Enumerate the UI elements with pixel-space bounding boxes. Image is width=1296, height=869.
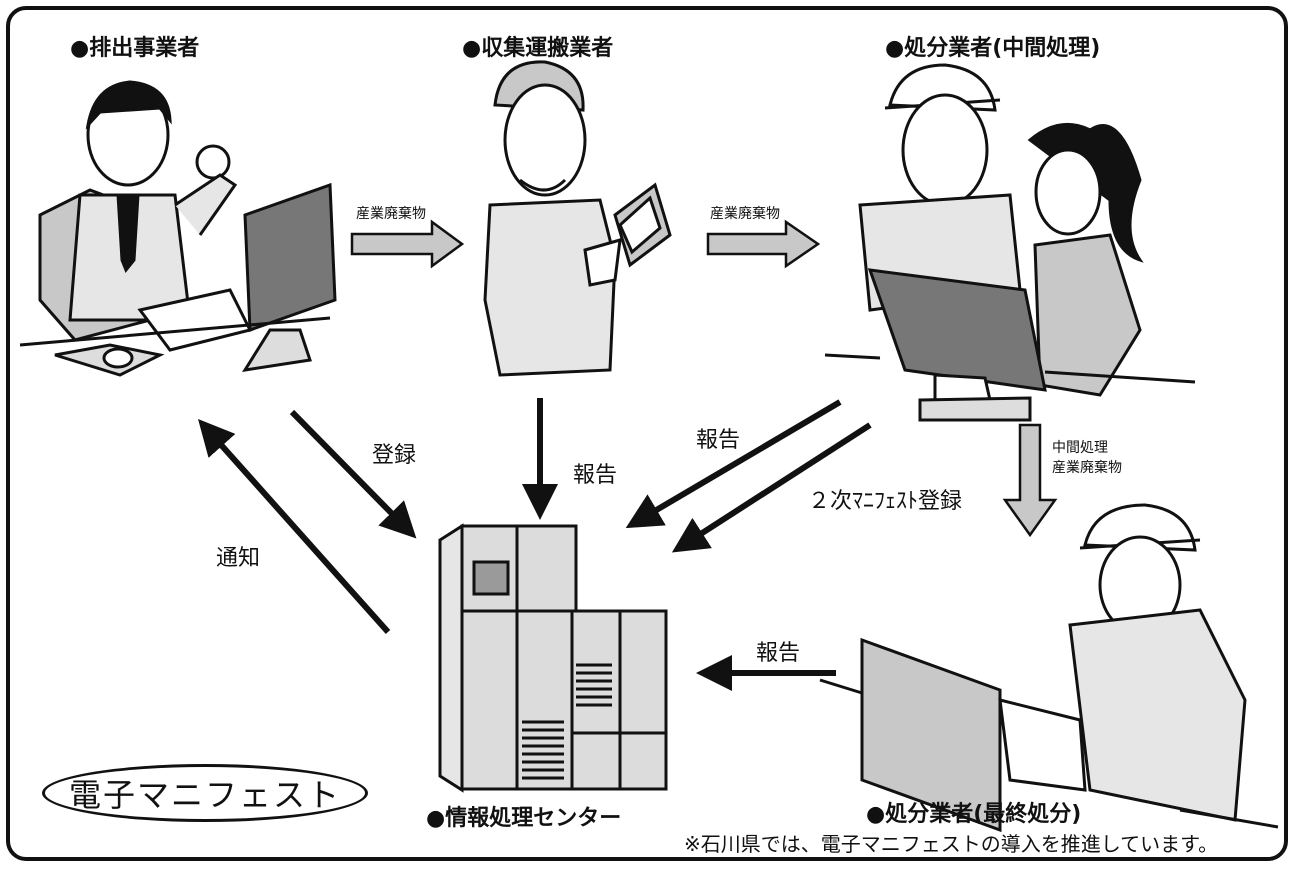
waste-flow-arrow-2 [706,219,821,269]
report-collector-label: 報告 [573,463,618,488]
waste-flow-arrow-1 [350,219,465,269]
secondary-manifest-label: ２次ﾏﾆﾌｪｽﾄ登録 [808,489,963,514]
emitter-label: ●排出事業者 [70,36,200,61]
register-arrow [289,409,417,539]
intermediate-waste-line1: 中間処理 [1052,440,1108,456]
notify-arrow [198,419,391,634]
footnote: ※石川県では、電子マニフェストの導入を推進しています。 [684,832,1219,856]
waste-label-2: 産業廃棄物 [710,206,780,222]
intermediate-workers-icon [824,63,1196,422]
info-center-label: ●情報処理センター [426,806,622,831]
waste-label-1: 産業廃棄物 [356,206,426,222]
intermediate-waste-label: 中間処理 産業廃棄物 [1052,438,1122,478]
intermediate-processor-label: ●処分業者(中間処理) [885,36,1101,61]
report-final-label: 報告 [756,641,801,666]
report-intermediate-label: 報告 [696,428,741,453]
notify-label: 通知 [216,546,261,571]
collector-worker-icon [483,60,672,377]
final-processor-label: ●処分業者(最終処分) [866,802,1082,827]
final-worker-icon [819,503,1279,833]
collector-label: ●収集運搬業者 [462,36,614,61]
intermediate-waste-line2: 産業廃棄物 [1052,460,1122,476]
server-icon [438,523,668,793]
office-worker-icon [19,80,337,377]
diagram-frame [6,6,1288,861]
electronic-manifest-badge: 電子マニフェスト [42,764,368,822]
report-intermediate-arrow [625,399,842,529]
register-label: 登録 [372,443,417,468]
secondary-manifest-arrow [671,422,872,553]
waste-flow-arrow-3 [1002,423,1058,538]
